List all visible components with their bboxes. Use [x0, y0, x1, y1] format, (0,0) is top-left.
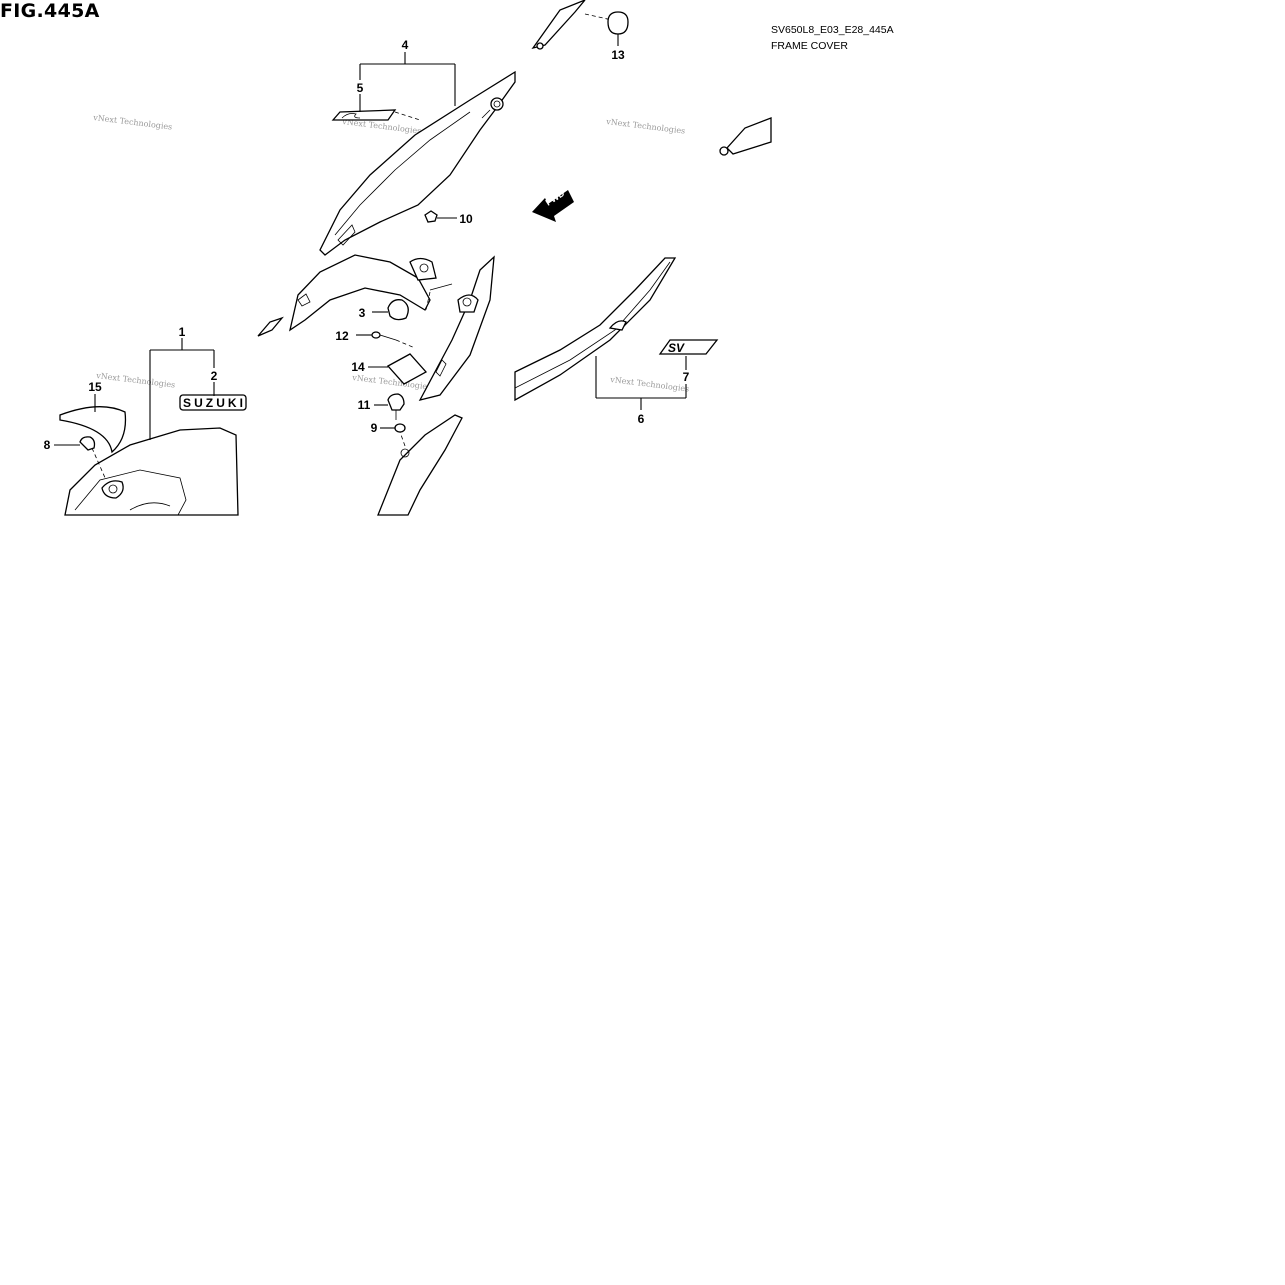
tail-cover-detail: [531, 0, 613, 50]
watermark: vNext Technologies: [92, 113, 173, 132]
watermark: vNext Technologies: [609, 375, 690, 394]
callout-labels: 1 2 3 4 5 6 7 8 9 10 11 12 13 14 15: [44, 38, 690, 452]
callout-3: 3: [359, 306, 366, 320]
frame-cover-left: [64, 427, 239, 516]
washer-9: [380, 423, 406, 433]
callout-2: 2: [211, 369, 218, 383]
watermark: vNext Technologies: [605, 117, 686, 136]
frame-cover-upper: [319, 70, 516, 256]
bolt-11: [374, 393, 405, 420]
lower-side-rail: [377, 414, 463, 516]
diagram-code: SV650L8_E03_E28_445A: [771, 24, 894, 36]
fwd-direction-arrow: FWD: [532, 188, 574, 222]
screw-8: [54, 436, 107, 481]
callout-8: 8: [44, 438, 51, 452]
callout-10: 10: [459, 212, 473, 226]
sv-emblem-text: SV: [668, 341, 685, 355]
callout-1: 1: [179, 325, 186, 339]
callout-12: 12: [335, 329, 349, 343]
rear-end-piece: [719, 117, 772, 156]
callout-15: 15: [88, 380, 102, 394]
callout-brackets: [149, 52, 687, 440]
callout-5: 5: [357, 81, 364, 95]
emblem-5: [331, 109, 421, 121]
diagram-name: FRAME COVER: [771, 40, 849, 52]
callout-13: 13: [611, 48, 625, 62]
side-cover-left: [289, 254, 437, 332]
rubber-cap-13: [607, 11, 629, 46]
screw-12: [356, 331, 416, 349]
watermark: vNext Technologies: [95, 371, 176, 390]
grommet-3: [372, 299, 409, 321]
callout-9: 9: [371, 421, 378, 435]
frame-cover-right: [514, 257, 677, 402]
cushion-pad-14: [368, 353, 428, 385]
inner-panel: [418, 255, 495, 401]
bolt-10: [424, 210, 457, 223]
callout-14: 14: [351, 360, 365, 374]
emblem-7: SV: [658, 339, 719, 355]
emblem-2: SUZUKI: [179, 394, 247, 411]
callout-4: 4: [402, 38, 409, 52]
callout-6: 6: [638, 412, 645, 426]
suzuki-emblem-text: SUZUKI: [183, 396, 243, 410]
trim-15: [59, 394, 127, 454]
figure-title: FIG.445A: [0, 0, 100, 22]
callout-7: 7: [683, 370, 690, 384]
clip-fragment: [257, 316, 284, 337]
watermarks: vNext Technologies vNext Technologies vN…: [92, 113, 690, 394]
callout-11: 11: [358, 398, 371, 412]
